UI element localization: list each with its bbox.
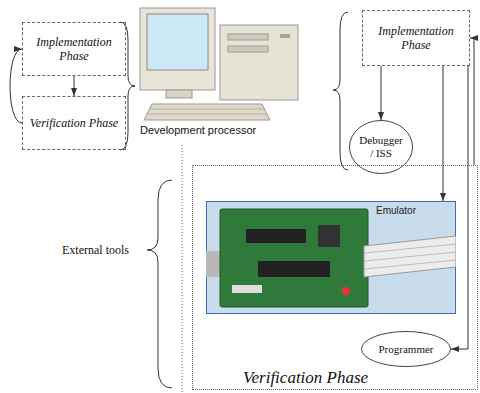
flow-arrow: [10, 49, 22, 123]
caption-label: Development processor: [140, 124, 256, 136]
node-text: Programmer: [379, 343, 434, 356]
phase-box: Implementation Phase: [22, 22, 126, 76]
node-text: Implementation Phase: [23, 35, 125, 63]
group-label: External tools: [62, 243, 129, 258]
node-text: Emulator: [376, 205, 416, 217]
bracket: [120, 22, 135, 150]
flow-arrow: [470, 38, 474, 165]
bracket: [333, 12, 348, 170]
phase-region: Verification Phase EmulatorProgrammer: [192, 165, 478, 390]
node-text: Debugger / ISS: [357, 134, 405, 160]
flow-arrow: [381, 66, 382, 120]
node-text: Verification Phase: [243, 368, 368, 388]
node-text: Verification Phase: [26, 116, 122, 130]
tool-ellipse: Programmer: [361, 331, 451, 367]
divider-line: [182, 145, 183, 393]
node-text: Implementation Phase: [363, 24, 469, 52]
flow-arrow: [74, 76, 75, 96]
flow-arrow: [443, 66, 444, 201]
phase-box: Verification Phase: [22, 96, 126, 150]
emulator-photo: Emulator: [206, 201, 456, 314]
phase-box: Implementation Phase: [362, 10, 470, 66]
bracket: [147, 180, 172, 388]
computer-illustration: [140, 8, 298, 120]
